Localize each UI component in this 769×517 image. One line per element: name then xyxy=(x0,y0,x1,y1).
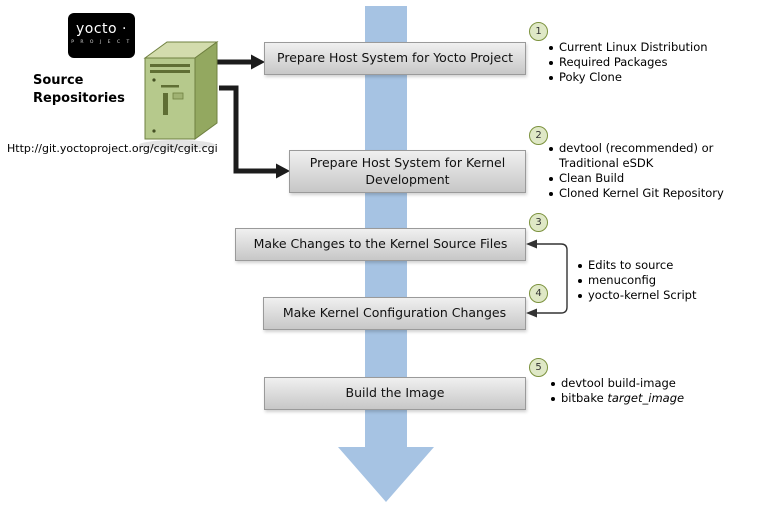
list-item: Poky Clone xyxy=(549,70,754,85)
list-item: Current Linux Distribution xyxy=(549,40,754,55)
bracket-arrowhead-box4 xyxy=(526,308,537,318)
step-box-make-config-changes: Make Kernel Configuration Changes xyxy=(263,297,526,330)
bullet-dot xyxy=(549,46,553,50)
bullet-list-step1: Current Linux Distribution Required Pack… xyxy=(549,40,754,85)
list-item: yocto-kernel Script xyxy=(578,288,743,303)
step-badge-3: 3 xyxy=(529,213,548,232)
bullet-dot xyxy=(578,279,582,283)
bullet-dot xyxy=(549,177,553,181)
box34-bracket xyxy=(534,243,568,314)
list-item: Edits to source xyxy=(578,258,743,273)
step-badge-4: 4 xyxy=(529,284,548,303)
list-item: bitbake target_image xyxy=(551,391,736,406)
bullet-dot xyxy=(549,61,553,65)
step-box-make-source-changes: Make Changes to the Kernel Source Files xyxy=(235,228,526,261)
bullet-list-step3-4: Edits to source menuconfig yocto-kernel … xyxy=(578,258,743,303)
bracket-arrowhead-box3 xyxy=(526,239,537,249)
logo-subtitle: P R O J E C T xyxy=(71,40,132,45)
bullet-dot xyxy=(551,397,555,401)
list-item: Clean Build xyxy=(549,171,727,186)
bullet-dot xyxy=(549,147,553,151)
step-badge-1: 1 xyxy=(529,22,548,41)
list-item: menuconfig xyxy=(578,273,743,288)
logo-title: yocto · xyxy=(75,21,127,37)
step-box-prepare-host-yocto: Prepare Host System for Yocto Project xyxy=(264,42,526,75)
bullet-dot xyxy=(549,192,553,196)
list-item: devtool (recommended) or Traditional eSD… xyxy=(549,141,727,171)
server-icon xyxy=(139,41,219,150)
server-to-box2-arrow xyxy=(219,85,277,174)
server-to-box2-arrowhead xyxy=(276,163,290,179)
list-item: Cloned Kernel Git Repository xyxy=(549,186,727,201)
target-image-italic: target_image xyxy=(607,391,685,405)
list-item: Required Packages xyxy=(549,55,754,70)
bullet-dot xyxy=(578,294,582,298)
repo-url: Http://git.yoctoproject.org/cgit/cgit.cg… xyxy=(7,142,218,155)
bullet-list-step5: devtool build-image bitbake target_image xyxy=(551,376,736,406)
yocto-project-logo: yocto · P R O J E C T xyxy=(68,13,135,58)
list-item: devtool build-image xyxy=(551,376,736,391)
server-to-box1-arrowhead xyxy=(251,54,265,70)
source-repositories-label: Source Repositories xyxy=(33,73,125,106)
bullet-list-step2: devtool (recommended) or Traditional eSD… xyxy=(549,141,727,201)
step-badge-2: 2 xyxy=(529,126,548,145)
step-box-prepare-host-kernel: Prepare Host System for Kernel Developme… xyxy=(289,150,526,193)
bullet-dot xyxy=(551,382,555,386)
step-box-build-image: Build the Image xyxy=(264,377,526,410)
bullet-dot xyxy=(549,76,553,80)
bitbake-command: bitbake target_image xyxy=(561,391,685,405)
step-badge-5: 5 xyxy=(529,358,548,377)
bullet-dot xyxy=(578,264,582,268)
